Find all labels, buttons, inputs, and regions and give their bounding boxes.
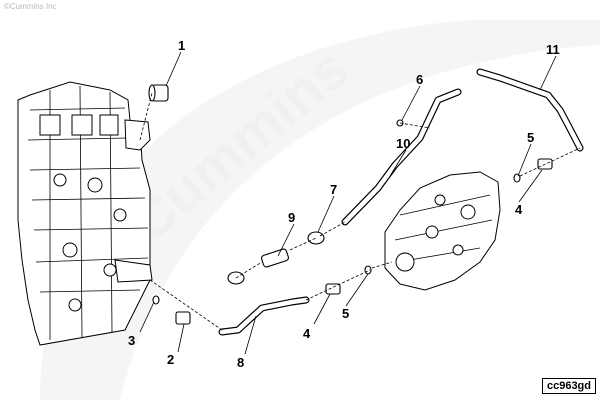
callout-10: 10 [396, 136, 410, 151]
callout-6: 6 [416, 72, 423, 87]
callout-11: 11 [546, 42, 560, 57]
assembly-lines [139, 92, 581, 331]
part-5-washer-lower [364, 265, 372, 275]
callout-4-upper: 4 [515, 202, 523, 217]
callout-8: 8 [237, 355, 244, 370]
drawing-code-label: cc963gd [541, 378, 596, 394]
callout-7: 7 [330, 182, 337, 197]
pump-assembly [384, 171, 501, 291]
part-9-hose [261, 248, 289, 268]
callout-4-lower: 4 [303, 326, 311, 341]
tube-8 [218, 296, 310, 336]
callout-1: 1 [178, 38, 185, 53]
callout-5-lower: 5 [342, 306, 349, 321]
leader-lines [139, 51, 557, 355]
tube-10 [341, 88, 462, 226]
part-2-fitting [175, 311, 191, 325]
tube-11 [476, 68, 584, 152]
callout-2: 2 [167, 352, 174, 367]
callouts: 1 2 3 4 4 5 5 6 7 8 9 10 11 [128, 38, 560, 370]
callout-5-upper: 5 [527, 130, 534, 145]
engine-block [17, 81, 153, 346]
part-1-cap [148, 84, 169, 102]
part-7-clamp [307, 231, 325, 245]
callout-3: 3 [128, 333, 135, 348]
callout-9: 9 [288, 210, 295, 225]
part-3-washer [152, 295, 160, 305]
part-4-fitting-lower [325, 283, 341, 295]
copyright-notice: ©Cummins Inc [4, 2, 57, 11]
part-5-washer-upper [513, 173, 521, 183]
